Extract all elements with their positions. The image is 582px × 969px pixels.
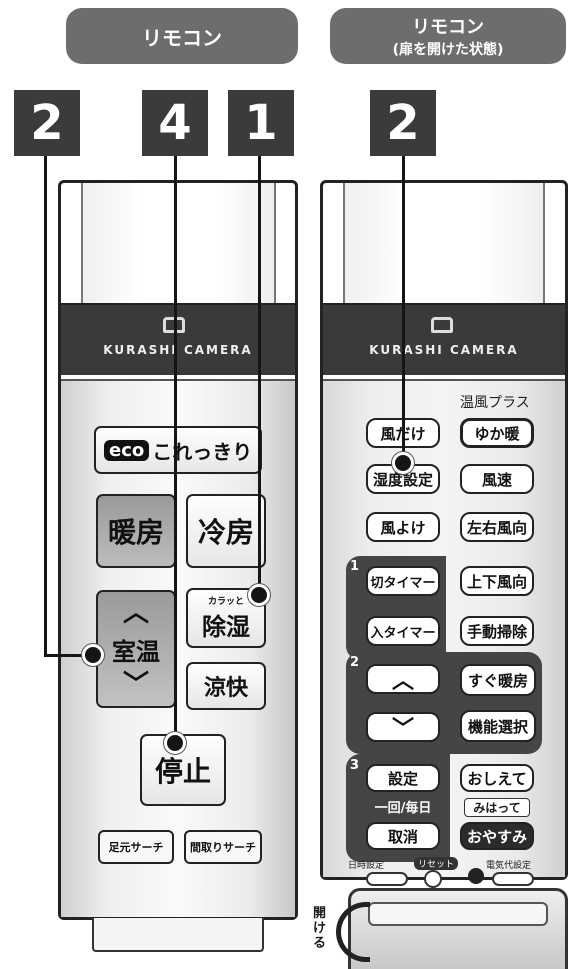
leader-line-1 — [258, 156, 261, 596]
callout-2-right: 2 — [370, 90, 436, 156]
status-lamp — [468, 868, 484, 884]
function-select-button[interactable]: 機能選択 — [460, 710, 536, 742]
hinge-inner — [368, 902, 548, 926]
cancel-button[interactable]: 取消 — [366, 822, 440, 850]
dehumidify-label: 除湿 — [202, 613, 250, 641]
right-camera-band: KURASHI CAMERA — [323, 303, 565, 375]
reset-button[interactable] — [424, 870, 442, 888]
room-temp-button[interactable]: ︿ 室温 ﹀ — [96, 590, 176, 708]
leader-dot-4 — [164, 732, 186, 754]
leader-line-2-left-h — [44, 654, 96, 657]
left-right-direction-button[interactable]: 左右風向 — [460, 512, 534, 542]
left-remote-foot — [92, 918, 264, 952]
room-temp-label: 室温 — [112, 637, 160, 666]
camera-icon — [431, 317, 453, 333]
fan-speed-button[interactable]: 風速 — [460, 464, 534, 494]
room-temp-down-icon[interactable]: ﹀ — [122, 670, 149, 700]
oshiete-button[interactable]: おしえて — [460, 764, 534, 792]
right-camera-label: KURASHI CAMERA — [369, 343, 519, 357]
manual-clean-button[interactable]: 手動掃除 — [460, 616, 534, 646]
leader-line-4 — [174, 156, 177, 740]
sugu-danbo-button[interactable]: すぐ暖房 — [460, 664, 536, 696]
onpu-label: 温風プラス — [460, 395, 530, 411]
leader-dot-2-left — [82, 644, 104, 666]
left-heading: リモコン — [66, 8, 298, 64]
cool-button[interactable]: 冷房 — [186, 494, 266, 568]
right-heading-sub: (扉を開けた状態) — [392, 42, 504, 58]
temp-down-button[interactable]: ﹀ — [366, 712, 440, 742]
heat-button[interactable]: 暖房 — [96, 494, 176, 568]
chevron-down-icon: ﹀ — [391, 717, 414, 742]
once-daily-label: 一回/毎日 — [374, 801, 432, 816]
left-heading-text: リモコン — [142, 25, 222, 50]
leader-dot-1 — [248, 584, 270, 606]
room-temp-up-icon[interactable]: ︿ — [122, 598, 149, 628]
madori-search-button[interactable]: 間取りサーチ — [184, 830, 262, 864]
leader-dot-2-right — [392, 452, 414, 474]
open-label: 開ける — [313, 906, 327, 951]
ashimoto-search-button[interactable]: 足元サーチ — [98, 830, 174, 864]
callout-4: 4 — [142, 90, 208, 156]
right-heading-text: リモコン — [412, 17, 484, 38]
kaze-yoke-button[interactable]: 風よけ — [366, 512, 440, 542]
callout-1: 1 — [228, 90, 294, 156]
door-hinge — [348, 888, 568, 969]
electricity-setting-label: 電気代設定 — [486, 861, 532, 871]
eco-logo: eco — [104, 439, 150, 461]
dehumidify-small-label: カラッと — [207, 597, 244, 607]
up-down-direction-button[interactable]: 上下風向 — [460, 566, 534, 596]
date-setting-label: 日時設定 — [348, 861, 385, 871]
eco-text: これっきり — [152, 439, 253, 464]
reset-label: リセット — [414, 857, 459, 870]
date-setting-button[interactable] — [366, 872, 408, 886]
open-arrow-icon — [336, 902, 370, 962]
right-heading: リモコン (扉を開けた状態) — [330, 8, 566, 64]
eco-button[interactable]: eco これっきり — [94, 426, 262, 474]
group-3-number: 3 — [350, 758, 360, 773]
on-timer-button[interactable]: 入タイマー — [366, 616, 440, 646]
oyasumi-button[interactable]: おやすみ — [460, 822, 534, 850]
yuka-dan-button[interactable]: ゆか暖 — [460, 418, 534, 448]
temp-up-button[interactable]: ︿ — [366, 664, 440, 694]
off-timer-button[interactable]: 切タイマー — [366, 566, 440, 596]
leader-line-2-left-v — [44, 156, 47, 656]
callout-2-left: 2 — [14, 90, 80, 156]
electricity-setting-button[interactable] — [492, 872, 534, 886]
leader-line-2-right — [402, 156, 405, 456]
ryokai-button[interactable]: 涼快 — [186, 662, 266, 710]
chevron-up-icon: ︿ — [391, 669, 414, 694]
mihatte-label: みはって — [464, 798, 530, 817]
dehumidify-button[interactable]: カラッと 除湿 — [186, 588, 266, 648]
setting-button[interactable]: 設定 — [366, 764, 440, 792]
group-1-number: 1 — [350, 559, 360, 574]
group-2-number: 2 — [350, 655, 360, 670]
